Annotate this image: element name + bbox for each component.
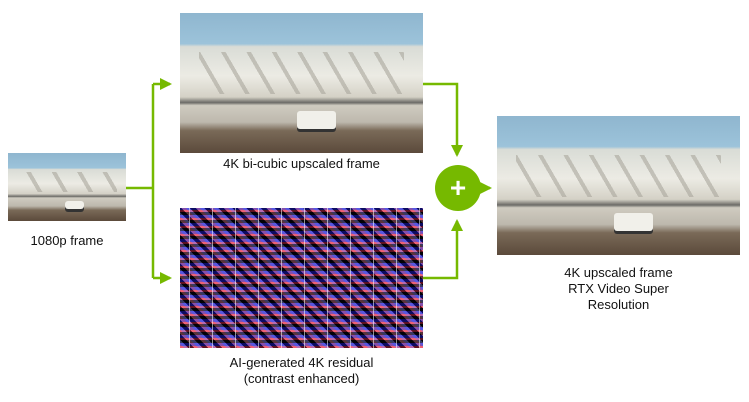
- sum-node: [435, 165, 481, 211]
- residual-image: [180, 208, 423, 348]
- input-1080p-image: [8, 153, 126, 221]
- input-label: 1080p frame: [30, 233, 104, 248]
- output-label-line2: RTX Video Super: [568, 281, 669, 296]
- output-label: 4K upscaled frame RTX Video Super Resolu…: [497, 265, 740, 313]
- residual-label-line2: (contrast enhanced): [243, 371, 360, 386]
- output-label-line1: 4K upscaled frame: [564, 265, 673, 280]
- residual-label: AI-generated 4K residual (contrast enhan…: [160, 355, 443, 387]
- output-label-line3: Resolution: [587, 297, 650, 312]
- plus-icon: +: [450, 172, 466, 203]
- output-image: [497, 116, 740, 255]
- arrow-residual-to-sum: [423, 219, 463, 280]
- bicubic-label: 4K bi-cubic upscaled frame: [223, 156, 380, 171]
- residual-label-line1: AI-generated 4K residual: [229, 355, 374, 370]
- arrow-bicubic-to-sum: [423, 82, 463, 157]
- split-line: [126, 84, 155, 278]
- bicubic-image: [180, 13, 423, 153]
